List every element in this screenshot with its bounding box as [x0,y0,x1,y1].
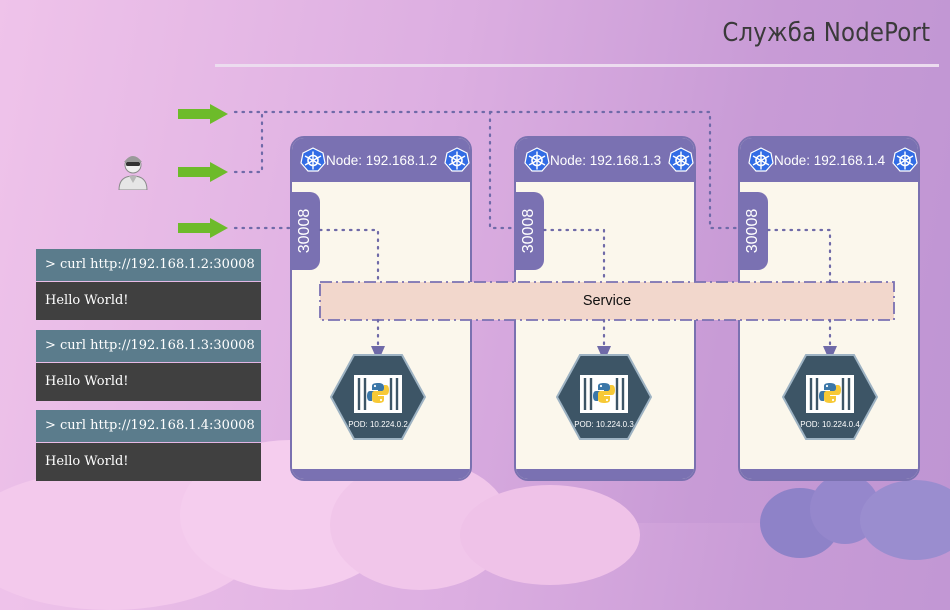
terminal-command-text: > curl http://192.168.1.2:30008 [45,257,255,272]
node-port-2: 30008 [514,192,544,270]
kubernetes-icon [892,147,918,172]
terminal-command: > curl http://192.168.1.2:30008 [36,249,261,281]
kubernetes-icon [748,147,774,172]
connector-port-1 [318,228,380,284]
kubernetes-icon [300,147,326,172]
title-divider [215,64,939,67]
arrow-right-icon [178,104,228,124]
kubernetes-icon [524,147,550,172]
node-header: Node: 192.168.1.3 [516,138,694,182]
connector-top-branch [488,110,518,230]
terminal-command-text: > curl http://192.168.1.3:30008 [45,338,255,353]
node-port-1: 30008 [290,192,320,270]
terminal-output: Hello World! [36,282,261,320]
python-icon [367,383,389,403]
python-icon [593,383,615,403]
arrow-right-icon [178,162,228,182]
node-footer [292,469,470,479]
terminal-command: > curl http://192.168.1.4:30008 [36,410,261,442]
pod-ip-label: POD: 10.224.0.3 [574,420,634,429]
pod-1: POD: 10.224.0.2 [330,352,426,442]
terminal-command: > curl http://192.168.1.3:30008 [36,330,261,362]
kubernetes-icon [444,147,470,172]
service-box: Service [320,282,894,320]
connector-top [233,110,742,230]
kubernetes-icon [668,147,694,172]
node-label: Node: 192.168.1.4 [774,153,886,168]
node-footer [740,469,918,479]
connector-port-2 [542,228,606,284]
terminal-command-text: > curl http://192.168.1.4:30008 [45,418,255,433]
pod-ip-label: POD: 10.224.0.4 [800,420,860,429]
terminal-output: Hello World! [36,443,261,481]
connector-port-3 [766,228,832,284]
node-port-3: 30008 [738,192,768,270]
pod-ip-label: POD: 10.224.0.2 [348,420,408,429]
node-label: Node: 192.168.1.2 [326,153,438,168]
node-header: Node: 192.168.1.4 [740,138,918,182]
terminal-output: Hello World! [36,363,261,401]
page-title: Служба NodePort [722,18,930,48]
terminal-output-text: Hello World! [45,374,129,389]
connector-middle [233,110,264,174]
service-border [319,281,895,321]
user-icon [118,156,148,190]
terminal-output-text: Hello World! [45,293,129,308]
node-header: Node: 192.168.1.2 [292,138,470,182]
pod-2: POD: 10.224.0.3 [556,352,652,442]
service-label: Service [582,293,632,309]
arrow-right-icon [178,218,228,238]
node-footer [516,469,694,479]
pod-3: POD: 10.224.0.4 [782,352,878,442]
terminal-output-text: Hello World! [45,454,129,469]
node-label: Node: 192.168.1.3 [550,153,662,168]
python-icon [819,383,841,403]
